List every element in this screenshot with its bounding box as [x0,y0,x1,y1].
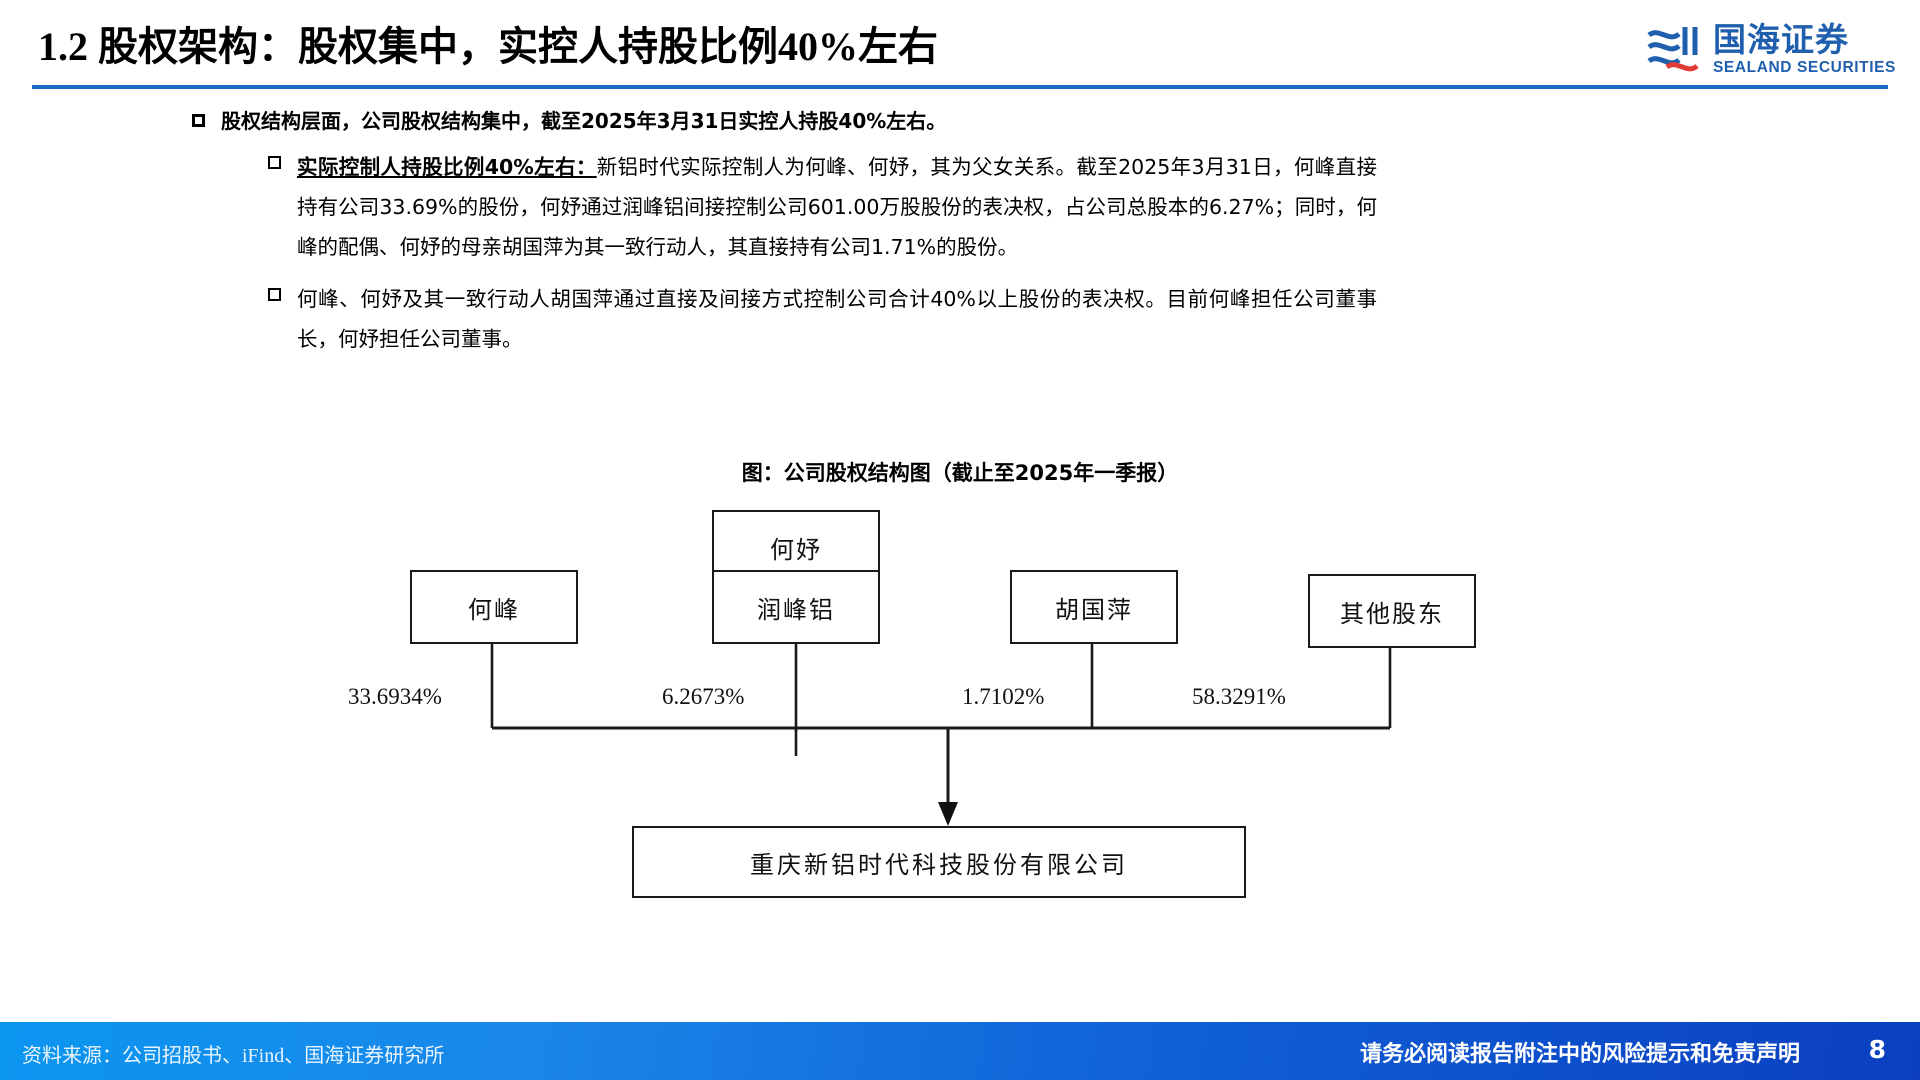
sealand-logo-icon [1645,21,1703,77]
figure-title: 图：公司股权结构图（截止至2025年一季报） [741,461,1179,485]
bullet-level2-a-text: 实际控制人持股比例40%左右：新铝时代实际控制人为何峰、何妤，其为父女关系。截至… [297,148,1377,268]
header-divider [32,85,1888,89]
bullet-level1: 股权结构层面，公司股权结构集中，截至2025年3月31日实控人持股40%左右。 [192,106,1920,136]
logo-name-en: SEALAND SECURITIES [1712,58,1896,76]
arrow-head-icon [938,802,958,826]
slide-body: 股权结构层面，公司股权结构集中，截至2025年3月31日实控人持股40%左右。 … [0,100,1920,360]
footer-source-text: 资料来源：公司招股书、iFind、国海证券研究所 [22,1045,445,1067]
node-company: 重庆新铝时代科技股份有限公司 [632,826,1246,898]
page-number: 8 [1868,1035,1886,1064]
bullet-level2-b-text: 何峰、何妤及其一致行动人胡国萍通过直接及间接方式控制公司合计40%以上股份的表决… [297,286,1377,351]
bullet-level2-a: 实际控制人持股比例40%左右：新铝时代实际控制人为何峰、何妤，其为父女关系。截至… [268,148,1920,268]
square-bullet-icon [268,287,281,301]
page-title: 1.2 股权架构：股权集中，实控人持股比例40%左右 [38,24,938,69]
logo-text: 国海证券 SEALAND SECURITIES [1713,23,1896,76]
square-bullet-icon [192,114,205,127]
brand-logo: 国海证券 SEALAND SECURITIES [1645,18,1896,80]
slide-footer: 资料来源：公司招股书、iFind、国海证券研究所 请务必阅读报告附注中的风险提示… [0,1022,1920,1080]
logo-name-cn: 国海证券 [1712,19,1849,59]
bullet-level1-text: 股权结构层面，公司股权结构集中，截至2025年3月31日实控人持股40%左右。 [221,109,947,133]
ownership-structure-diagram: 何妤 何峰 润峰铝 胡国萍 其他股东 重庆新铝时代科技股份有限公司 33.693… [0,510,1920,960]
percent-other-shareholders: 58.3291% [1192,684,1286,709]
diagram-connectors [490,608,1392,826]
footer-disclaimer-text: 请务必阅读报告附注中的风险提示和免责声明 [1359,1042,1800,1067]
node-huguoping: 胡国萍 [1010,570,1178,644]
slide-header: 1.2 股权架构：股权集中，实控人持股比例40%左右 [0,0,1920,92]
percent-huguoping: 1.7102% [962,684,1045,709]
node-runfenglv: 润峰铝 [712,570,880,644]
percent-runfenglv: 6.2673% [662,684,745,709]
bullet-level2-b: 何峰、何妤及其一致行动人胡国萍通过直接及间接方式控制公司合计40%以上股份的表决… [268,280,1920,360]
bullet-lead-label: 实际控制人持股比例40%左右： [297,155,597,179]
percent-hefeng: 33.6934% [348,684,442,709]
square-bullet-icon [268,156,281,169]
node-other-shareholders: 其他股东 [1308,574,1476,648]
node-hefeng: 何峰 [410,570,578,644]
bullet-body-text: 新铝时代实际控制人为何峰、何妤，其为父女关系。截至2025年3月31日，何峰直接… [297,155,1377,259]
